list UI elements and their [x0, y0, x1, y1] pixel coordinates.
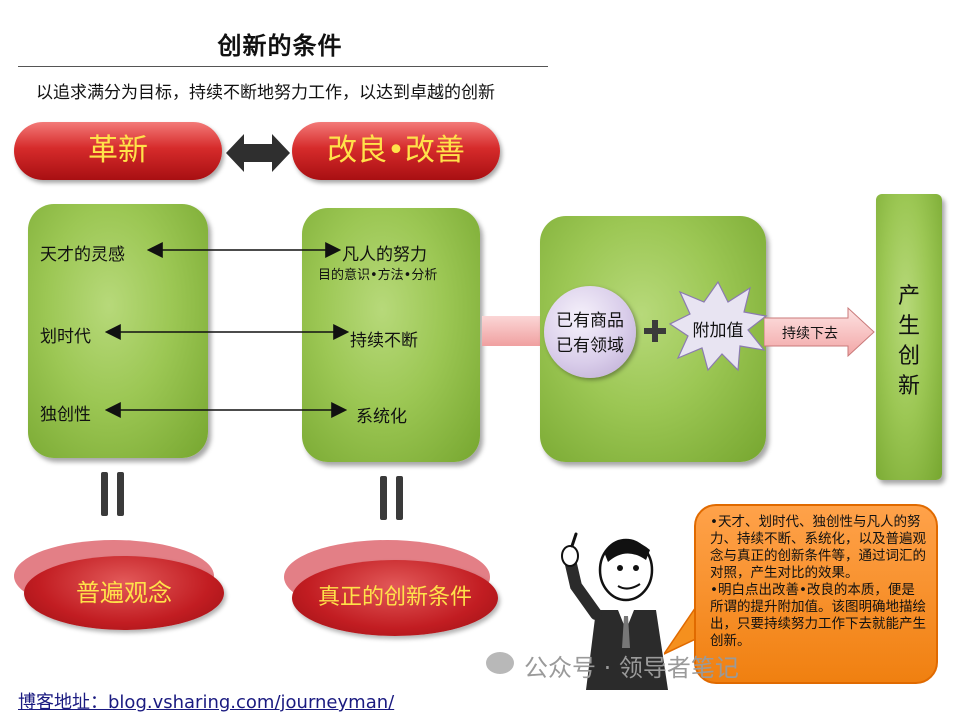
footer-url[interactable]: 博客地址：blog.vsharing.com/journeyman/: [18, 688, 394, 714]
ellipse-true-label: 真正的创新条件: [318, 585, 472, 610]
continue-label: 持续下去: [782, 323, 838, 343]
equals-bar-right-1: [380, 476, 387, 520]
watermark-text: 公众号 · 领导者笔记: [524, 648, 739, 683]
circle-line-domains: 已有领域: [544, 331, 636, 356]
burst-label: 附加值: [690, 316, 746, 341]
equals-bar-right-2: [396, 476, 403, 520]
result-text: 产生创新: [896, 282, 922, 402]
wechat-icon: [486, 652, 514, 674]
circle-line-products: 已有商品: [544, 306, 636, 331]
pointing-man-illustration: [556, 530, 674, 710]
existing-products-circle: 已有商品 已有领域: [544, 286, 636, 378]
ellipse-common-label: 普遍观念: [76, 579, 172, 607]
equals-bar-left-1: [101, 472, 108, 516]
note-paragraph-1: •天才、划时代、独创性与凡人的努力、持续不断、系统化，以及普遍观念与真正的创新条…: [710, 514, 926, 582]
plus-icon: [644, 320, 666, 342]
equals-bar-left-2: [117, 472, 124, 516]
ellipse-true-conditions: 真正的创新条件: [292, 560, 498, 636]
note-paragraph-2: •明白点出改善•改良的本质，便是所谓的提升附加值。该图明确地描绘出，只要持续努力…: [710, 582, 926, 650]
ellipse-common-notion: 普遍观念: [24, 556, 224, 630]
